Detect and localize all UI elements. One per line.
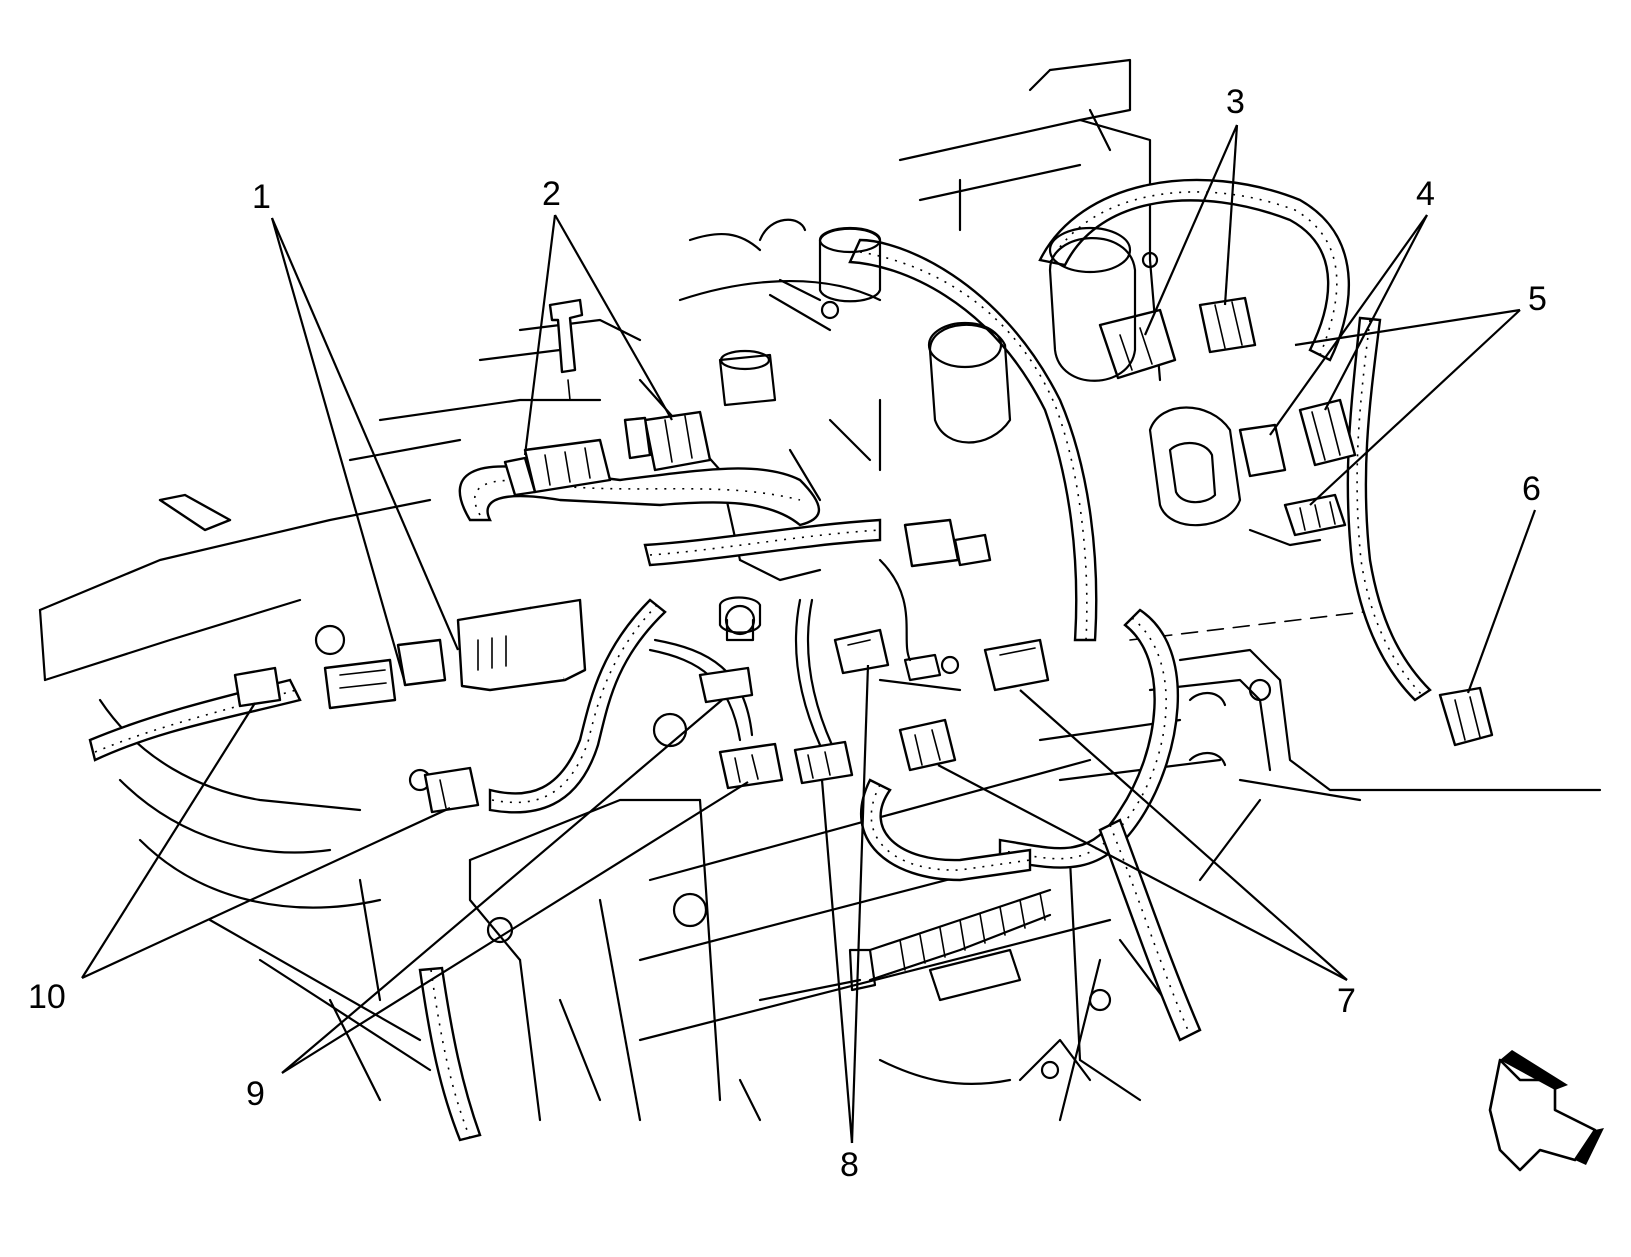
callout-3: 3 [1226,83,1245,121]
connector-4-right [1298,398,1357,467]
connector-6 [1438,686,1494,747]
callout-labels: 1 2 3 4 5 6 7 8 9 10 [28,83,1547,1184]
connector-10-upper [233,666,282,708]
callout-10: 10 [28,978,66,1016]
connector-2-right [643,410,712,472]
callout-6: 6 [1522,470,1541,508]
callout-9: 9 [246,1075,265,1113]
callout-4: 4 [1416,175,1435,213]
connector-8-upper [833,628,890,675]
arrow-down-right-icon [1488,1050,1604,1172]
connector-10-lower [423,766,480,814]
engine-block-outline [38,58,1602,1122]
connector-group [158,218,1494,814]
connector-8-lower [793,740,854,785]
callout-1: 1 [252,178,271,216]
callout-2: 2 [542,175,561,213]
callout-8: 8 [840,1146,859,1184]
connector-7-left [898,718,957,772]
connector-9-lower [718,742,784,790]
callout-7: 7 [1337,982,1356,1020]
callout-5: 5 [1528,280,1547,318]
leader-lines [81,124,1537,1144]
connector-1-small [396,638,447,687]
connector-7-right [983,638,1050,692]
connector-3-left [1098,308,1177,380]
connector-9-upper [698,666,754,704]
